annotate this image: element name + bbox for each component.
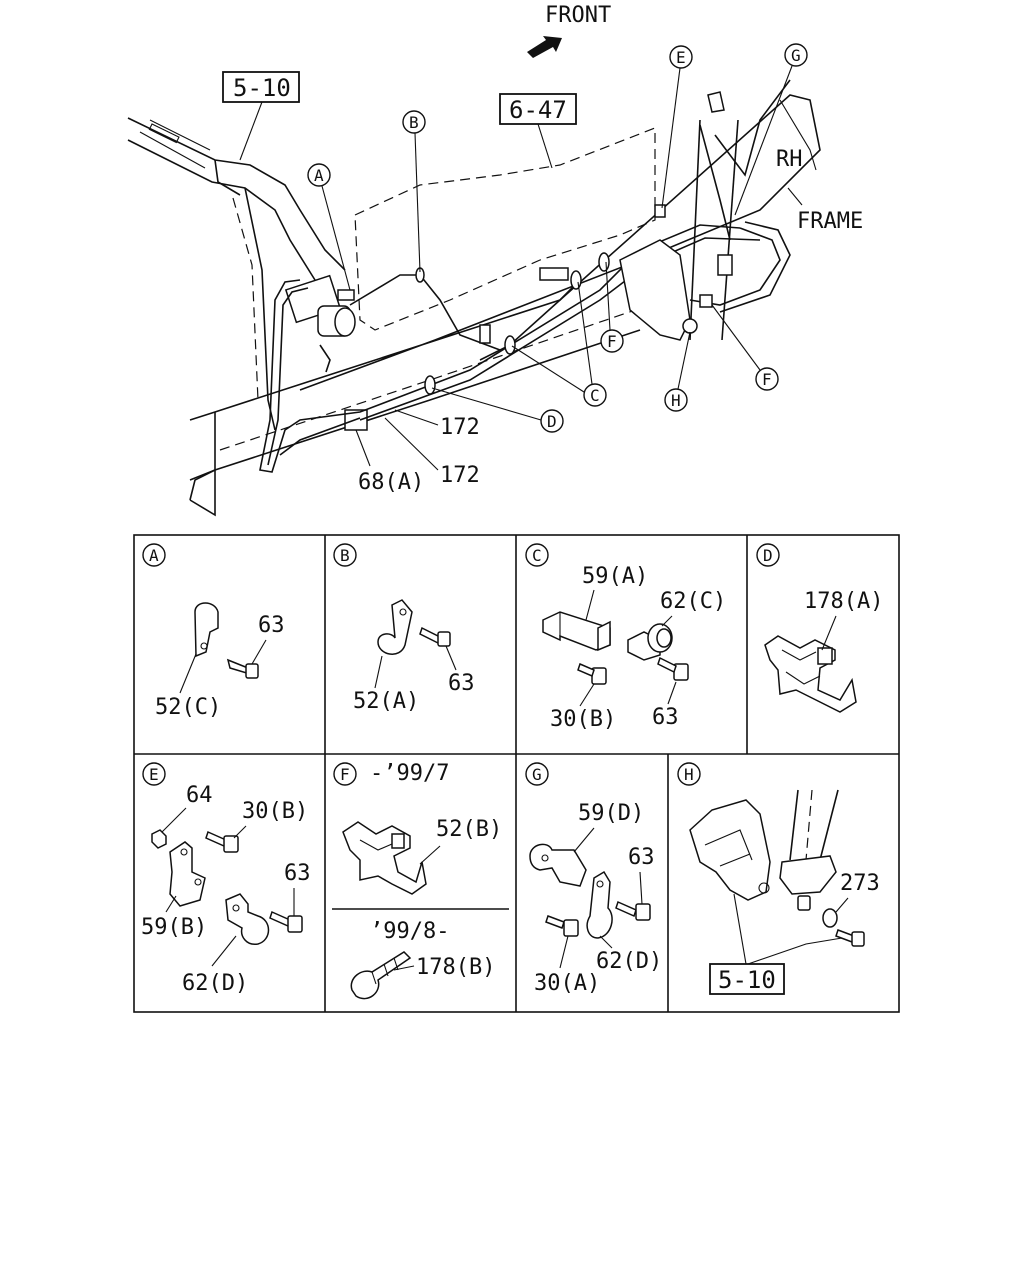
detail-C-key: C — [532, 546, 542, 565]
ref-box-5-10 — [222, 71, 300, 103]
detail-F-label-52b: 52(B) — [436, 817, 502, 842]
callout-G: G — [734, 43, 808, 216]
front-arrow-icon — [527, 36, 562, 58]
main-assembly: FRONT 5-10 6-47 — [127, 3, 863, 517]
detail-C-label-63: 63 — [652, 705, 679, 730]
svg-text:G: G — [791, 46, 801, 65]
brake-pipes — [259, 221, 791, 473]
callout-F-left: F — [600, 261, 624, 353]
svg-text:A: A — [314, 166, 324, 185]
detail-G-label-63: 63 — [628, 845, 655, 870]
svg-text:C: C — [590, 386, 600, 405]
detail-D: D 178(A) — [756, 543, 883, 713]
callout-E: E — [661, 45, 693, 209]
strut-assembly — [619, 79, 791, 341]
svg-text:B: B — [409, 113, 419, 132]
callout-C: C — [511, 281, 607, 407]
left-frame-rail — [127, 117, 346, 431]
detail-F-key: F — [340, 765, 350, 784]
detail-G-label-59d: 59(D) — [578, 801, 644, 826]
detail-F-bottom-note: ’99/8- — [370, 919, 449, 944]
bulkhead-panel — [354, 127, 656, 331]
callout-F-right: F — [711, 304, 779, 391]
detail-E-label-64: 64 — [186, 783, 213, 808]
svg-text:F: F — [762, 370, 772, 389]
detail-A: A 63 52(C) — [142, 543, 285, 720]
callout-H: H — [664, 331, 691, 412]
detail-E-label-59b: 59(B) — [141, 915, 207, 940]
detail-G-key: G — [532, 765, 542, 784]
detail-grid — [133, 534, 900, 1013]
rh-label: RH — [776, 147, 803, 172]
callout-D: D — [431, 387, 564, 433]
detail-E: E 64 30(B) 63 59(B) 62(D) — [141, 762, 311, 996]
detail-E-label-30b: 30(B) — [242, 799, 308, 824]
callout-B: B — [402, 110, 426, 273]
detail-G: G 59(D) 63 62(D) 30(A) — [525, 762, 662, 996]
detail-C: C 59(A) 62(C) 30(B) 63 — [525, 543, 726, 732]
detail-A-label-52c: 52(C) — [155, 695, 221, 720]
detail-H-key: H — [684, 765, 694, 784]
ref-box-6-47 — [499, 93, 577, 125]
detail-F: F -’99/7 52(B) ’99/8- 178(B) — [332, 761, 509, 1000]
detail-E-label-63: 63 — [284, 861, 311, 886]
part-172-lower: 172 — [440, 463, 480, 488]
detail-C-label-59a: 59(A) — [582, 564, 648, 589]
detail-D-key: D — [763, 546, 773, 565]
ref-label-5-10: 5-10 — [233, 74, 291, 102]
valve-cluster — [284, 274, 368, 431]
detail-B-label-52a: 52(A) — [353, 689, 419, 714]
detail-B-label-63: 63 — [448, 671, 475, 696]
detail-A-key: A — [149, 546, 159, 565]
frame-label: FRAME — [797, 209, 863, 234]
detail-D-label-178a: 178(A) — [804, 589, 883, 614]
svg-text:D: D — [547, 412, 557, 431]
detail-A-label-63: 63 — [258, 613, 285, 638]
ref-label-6-47: 6-47 — [509, 96, 567, 124]
detail-F-top-note: -’99/7 — [370, 761, 449, 786]
detail-H-ref-box — [709, 963, 785, 995]
pipe-clips — [415, 252, 610, 395]
part-172-upper: 172 — [440, 415, 480, 440]
detail-E-key: E — [149, 765, 159, 784]
detail-G-label-30a: 30(A) — [534, 971, 600, 996]
detail-F-label-178b: 178(B) — [416, 955, 495, 980]
front-label: FRONT — [545, 3, 611, 28]
svg-text:F: F — [607, 332, 617, 351]
detail-C-label-30b: 30(B) — [550, 707, 616, 732]
part-68a: 68(A) — [358, 470, 424, 495]
detail-B: B 63 52(A) — [333, 543, 475, 714]
detail-E-label-62d: 62(D) — [182, 971, 248, 996]
detail-B-key: B — [340, 546, 350, 565]
callout-A: A — [307, 163, 351, 291]
svg-text:H: H — [671, 391, 681, 410]
detail-C-label-62c: 62(C) — [660, 589, 726, 614]
detail-H: H 273 5-10 — [677, 762, 880, 995]
detail-G-label-62d: 62(D) — [596, 949, 662, 974]
detail-H-ref-label: 5-10 — [718, 966, 776, 994]
detail-H-label-273: 273 — [840, 871, 880, 896]
svg-text:E: E — [676, 48, 686, 67]
